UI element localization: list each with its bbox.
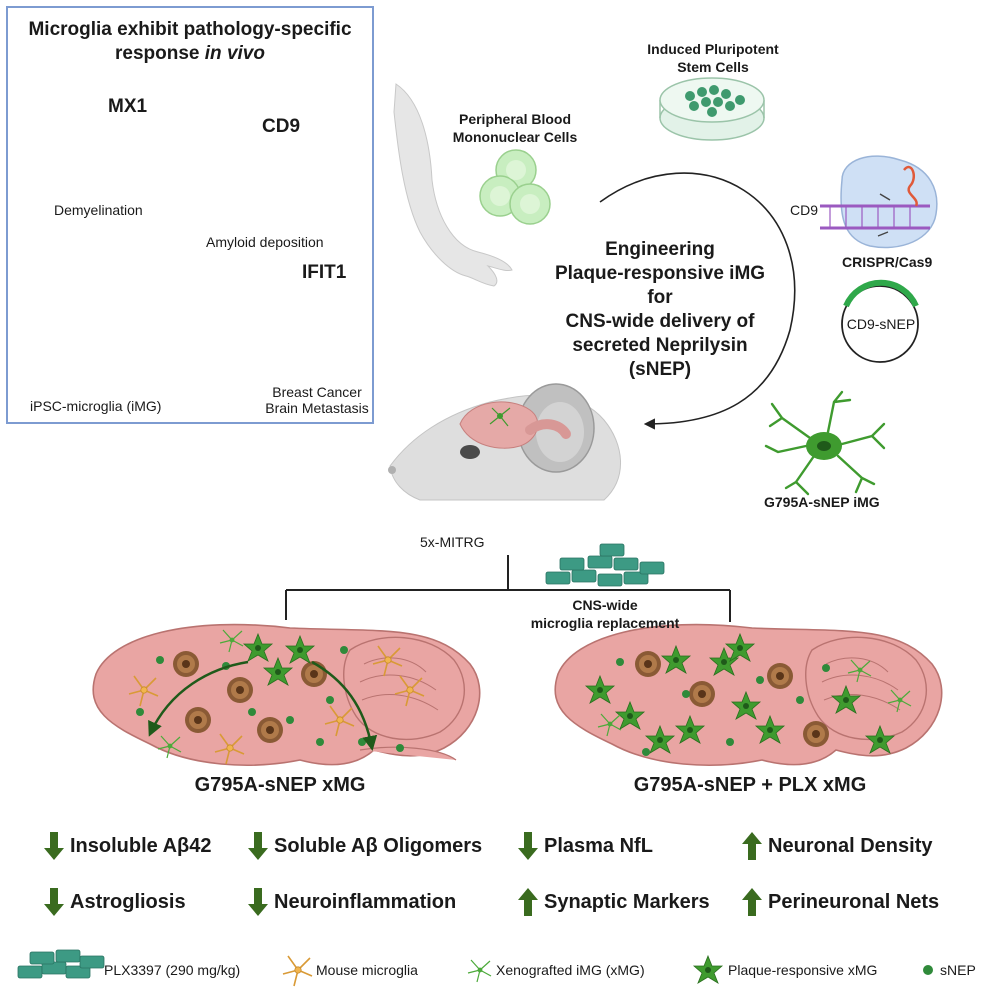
arrow-down-icon [44,888,64,916]
outcome-2-3: Synaptic Markers [518,888,710,916]
plasmid-label: CD9-sNEP [846,316,916,332]
outcome-text: Synaptic Markers [544,890,710,913]
engineering-line2: Plaque-responsive iMG for [554,263,766,308]
outcome-1-2: Soluble Aβ Oligomers [248,832,482,860]
panel-title: Microglia exhibit pathology-specific res… [14,18,366,66]
outcome-text: Soluble Aβ Oligomers [274,834,483,857]
plx-tablets-pile [545,543,665,587]
bcbm-line2: Brain Metastasis [265,400,369,416]
panel-title-line2: response in vivo [14,42,366,66]
legend-xenografted: Xenografted iMG (xMG) [496,962,645,978]
legend-icons [17,949,933,987]
ipsc-microglia-label: iPSC-microglia (iMG) [30,398,162,414]
outcome-1-1: Insoluble Aβ42 [44,832,212,860]
mx1-label: MX1 [108,96,148,117]
outcome-text: Neuronal Density [768,834,933,857]
crispr-cas9-complex [820,155,938,249]
legend-snep: sNEP [940,962,976,978]
pbmc-line2: Mononuclear Cells [452,129,578,145]
arrow-down-icon [518,832,538,860]
ipsc-source-line2: Stem Cells [677,59,749,75]
legend-mouse-microglia: Mouse microglia [316,962,418,978]
arrow-up-icon [742,888,762,916]
snep-imag-label: G795A-sNEP iMG [764,494,880,510]
arrow-down-icon [44,832,64,860]
engineering-text: Engineering Plaque-responsive iMG for CN… [540,238,780,382]
left-brain [92,623,481,766]
replacement-line2: microglia replacement [530,615,680,631]
panel-title-line1: Microglia exhibit pathology-specific [28,19,352,40]
cd9-snep-plasmid [841,279,919,363]
ipsc-source-label: Induced Pluripotent Stem Cells [638,40,788,76]
outcome-2-1: Astrogliosis [44,888,186,916]
arrow-down-icon [248,888,268,916]
crispr-cas9-label: CRISPR/Cas9 [842,254,933,270]
outcome-text: Astrogliosis [70,890,186,913]
g795a-snep-imag-cell [764,390,886,496]
left-brain-title: G795A-sNEP xMG [194,774,366,796]
petri-dish [659,77,765,141]
pbmc-label: Peripheral Blood Mononuclear Cells [440,110,590,146]
panel-title-italic: in vivo [204,43,265,64]
ipsc-source-line1: Induced Pluripotent [647,41,779,57]
legend-plaque-responsive: Plaque-responsive xMG [728,962,878,978]
engineering-curved-arrow [599,172,796,430]
right-brain [554,623,943,766]
arrow-up-icon [742,832,762,860]
engineering-line1: Engineering [605,239,715,260]
legend-plx: PLX3397 (290 mg/kg) [104,962,241,978]
bcbm-line1: Breast Cancer [272,384,362,400]
arm-illustration [393,83,513,287]
arrow-down-icon [248,832,268,860]
replacement-label: CNS-wide microglia replacement [520,596,690,632]
outcome-2-4: Perineuronal Nets [742,888,939,916]
mouse-head [388,383,621,501]
right-brain-title: G795A-sNEP + PLX xMG [633,774,867,796]
engineering-line4: secreted Neprilysin (sNEP) [572,335,748,380]
mouse-model-label: 5x-MITRG [420,534,485,550]
outcome-2-2: Neuroinflammation [248,888,456,916]
outcome-text: Plasma NfL [544,834,653,857]
outcome-text: Neuroinflammation [274,890,457,913]
outcome-text: Perineuronal Nets [768,890,940,913]
outcome-text: Insoluble Aβ42 [70,834,212,857]
pbmc-line1: Peripheral Blood [458,111,572,127]
tree-connector [285,555,731,622]
cd9-label: CD9 [262,116,301,137]
replacement-line1: CNS-wide [572,597,638,613]
panel-title-prefix: response [115,43,205,64]
ifit1-label: IFIT1 [302,262,347,283]
crispr-cd9-label: CD9 [790,202,819,218]
in-vivo-response-panel [6,6,374,424]
pbmc-cells [479,149,551,225]
outcome-1-4: Neuronal Density [742,832,932,860]
demyelination-label: Demyelination [54,202,143,218]
bcbm-label: Breast Cancer Brain Metastasis [262,384,372,416]
amyloid-label: Amyloid deposition [206,234,324,250]
arrow-up-icon [518,888,538,916]
outcome-1-3: Plasma NfL [518,832,653,860]
engineering-line3: CNS-wide delivery of [565,311,755,332]
